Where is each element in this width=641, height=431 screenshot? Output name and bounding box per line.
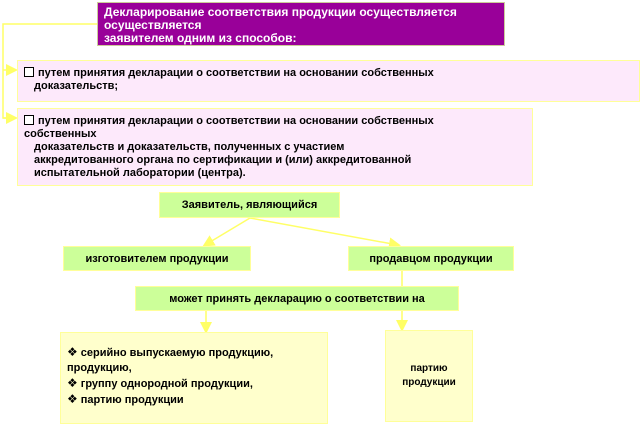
list-item: ❖группу однородной продукции, [67,376,321,392]
title-line-2: осуществляется [104,18,202,32]
option2-line-1-row: путем принятия декларации о соответствии… [24,115,526,128]
list-item: ❖партию продукции [67,392,321,408]
title-line-1: Декларирование соответствия продукции ос… [104,5,457,19]
option2-line-5: испытательной лаборатории (центра). [34,167,246,179]
title-line-3: заявителем одним из способов: [104,31,297,45]
option1-line-2: доказательств; [34,80,119,92]
option1-line-1: путем принятия декларации о соответствии… [38,67,434,79]
option1-line-1-row: путем принятия декларации о соответствии… [24,67,633,80]
diamond-bullet-icon: ❖ [67,376,78,390]
option2-line-1: путем принятия декларации о соответствии… [38,115,434,127]
diagram-title: Декларирование соответствия продукции ос… [97,2,505,46]
list-item-continuation: продукцию, [67,362,132,374]
checkbox-bullet-icon [24,115,34,125]
batch-line-2: продукции [402,377,456,388]
list-item-label: серийно выпускаемую продукцию, [80,347,274,359]
arrow-to-seller [249,217,401,250]
arrow-to-manufacturer [202,217,251,247]
applicant-box: Заявитель, являющийся [159,192,340,218]
list-item: ❖серийно выпускаемую продукцию, [67,345,321,361]
diamond-bullet-icon: ❖ [67,392,78,406]
checkbox-bullet-icon [24,67,34,77]
option-combined-evidence: путем принятия декларации о соответствии… [17,108,533,186]
manufacturer-box: изготовителем продукции [63,246,251,271]
may-accept-box: может принять декларацию о соответствии … [135,286,459,311]
product-list-box: ❖серийно выпускаемую продукцию, продукци… [60,332,328,424]
list-item-label: партию продукции [80,394,184,406]
seller-box: продавцом продукции [348,246,514,271]
option2-line-4: аккредитованного органа по сертификации … [34,154,412,166]
list-item-label: группу однородной продукции, [80,378,253,390]
option2-line-3: доказательств и доказательств, полученны… [34,141,345,153]
batch-line-1: партию [410,363,448,374]
diamond-bullet-icon: ❖ [67,345,78,359]
batch-box: партию продукции [385,330,473,422]
option-own-evidence: путем принятия декларации о соответствии… [17,60,640,102]
option2-line-2: собственных [24,128,97,140]
